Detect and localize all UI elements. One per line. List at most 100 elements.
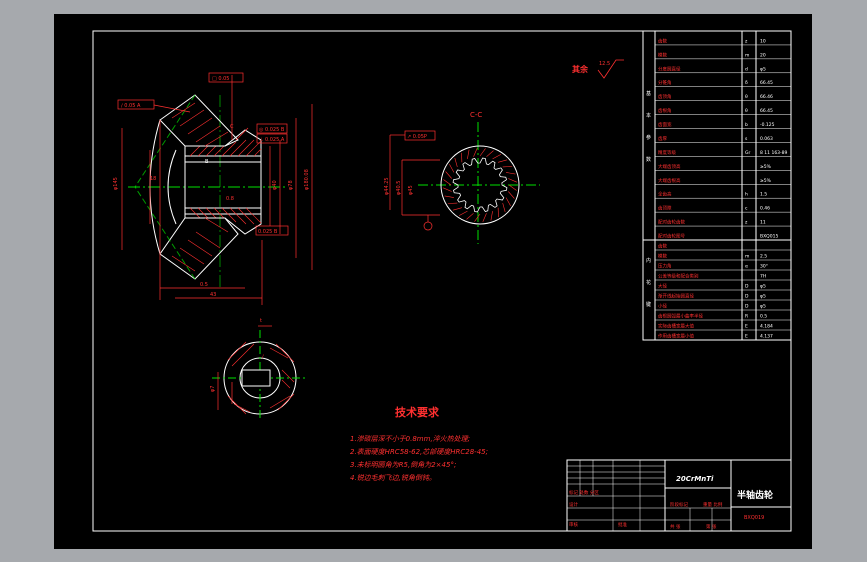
gear-param-value: 11 (760, 220, 766, 226)
gear-param-name: 配对齿轮图号 (658, 233, 685, 240)
svg-text:φ145: φ145 (113, 177, 119, 190)
svg-text:t: t (260, 318, 262, 324)
hatch-line (442, 187, 452, 192)
gear-param-name: 模数 (658, 51, 667, 58)
tech-title: 技术要求 (395, 405, 440, 419)
svg-text:重量 比例: 重量 比例 (703, 501, 723, 508)
gear-param-value: 66.45 (760, 80, 773, 86)
svg-text:∕ 0.05 A: ∕ 0.05 A (121, 103, 141, 109)
svg-text:φ44.25: φ44.25 (384, 177, 390, 195)
svg-text:共 张: 共 张 (670, 523, 681, 530)
gear-param-value: 66.45 (760, 108, 773, 114)
spline-param-value: 30° (760, 264, 768, 270)
hatch-line (466, 213, 474, 220)
svg-text:审核: 审核 (569, 521, 578, 528)
hatch-line (479, 148, 486, 157)
gear-param-name: 大端齿根高 (658, 177, 681, 184)
spline-param-name: 齿根圆弧最小曲率半径 (658, 313, 703, 320)
spline-param-symbol: E (745, 334, 748, 340)
table-side-label: 数 (646, 156, 651, 163)
gear-param-symbol: δ (745, 80, 748, 86)
gear-param-name: 齿厚 (658, 136, 667, 142)
spline-param-value: 4.184 (760, 324, 773, 330)
svg-text:φ45: φ45 (408, 185, 414, 195)
spline-param-value: φ5 (760, 304, 766, 310)
svg-text:0.5: 0.5 (200, 282, 208, 288)
hatch-line (449, 163, 455, 173)
gear-param-symbol: h (745, 192, 748, 198)
spline-param-value: 2.5 (760, 254, 767, 260)
gear-param-value: -0.125 (760, 122, 775, 128)
spline-profile (452, 157, 508, 213)
spline-param-value: φ5 (760, 284, 766, 290)
spline-param-value: 4.137 (760, 334, 773, 340)
hatch-line (506, 172, 516, 175)
hatch-line (486, 150, 494, 157)
gear-param-value: φ5 (760, 66, 766, 72)
detail-view: φ7 t ∕ (210, 318, 308, 420)
svg-text:0.8: 0.8 (226, 196, 234, 202)
table-side-label: 键 (646, 301, 651, 308)
svg-text:12.5: 12.5 (599, 61, 610, 67)
svg-text:43: 43 (210, 292, 216, 298)
svg-text:∕: ∕ (262, 354, 264, 360)
gear-param-name: 分锥角 (658, 79, 672, 86)
hatch-line (508, 178, 518, 183)
table-side-label: 本 (646, 112, 651, 119)
svg-text:批准: 批准 (618, 521, 627, 528)
gear-param-name: 齿数 (658, 37, 667, 44)
tech-note: 4.锐边毛刺飞边,锐角倒钝。 (350, 474, 436, 482)
gear-param-symbol: s (745, 137, 748, 142)
hatch-line (458, 210, 468, 216)
hatch-line (474, 213, 481, 222)
gear-param-value: 20 (760, 52, 766, 58)
gear-param-value: ≥5% (760, 164, 772, 170)
table-side-label: 基 (646, 90, 651, 97)
hatch-line (498, 159, 508, 163)
svg-text:□ 0.05: □ 0.05 (212, 76, 229, 82)
svg-text:0.025 B: 0.025 B (258, 229, 278, 235)
gear-param-value: 8 11 163-89 (760, 150, 788, 156)
table-side-label: 花 (646, 279, 651, 286)
spline-param-symbol: R (745, 314, 748, 320)
spline-param-name: 小径 (658, 303, 667, 310)
hatch-line (445, 171, 452, 179)
svg-text:φ40: φ40 (272, 180, 278, 190)
hatch-line (443, 179, 452, 186)
drawing-border (92, 30, 792, 532)
svg-text:⊥ 0.025 A: ⊥ 0.025 A (259, 137, 285, 143)
gear-param-value: 10 (760, 38, 766, 44)
svg-text:φ40.5: φ40.5 (396, 181, 402, 195)
gear-param-value: BXQ015 (760, 234, 778, 240)
hatch-line (502, 203, 506, 213)
svg-text:设计: 设计 (569, 501, 578, 508)
svg-text:φ78: φ78 (288, 180, 294, 190)
gear-param-symbol: m (745, 53, 749, 58)
spline-param-symbol: m (745, 255, 749, 260)
gear-param-name: 精度等级 (658, 149, 676, 156)
spline-param-name: 渐开线起始圆直径 (658, 293, 694, 300)
spline-param-name: 大径 (658, 283, 667, 290)
table-side-label: 内 (646, 257, 651, 264)
gear-param-symbol: z (745, 221, 748, 226)
gear-param-name: 大端齿顶高 (658, 163, 681, 170)
gear-param-name: 齿顶隙 (658, 205, 672, 212)
svg-text:标记 处数 分区: 标记 处数 分区 (569, 489, 599, 496)
spline-param-name: 压力角 (658, 263, 672, 270)
hatch-line (452, 207, 462, 211)
tech-note: 2.表面硬度HRC58-62,芯部硬度HRC28-45; (350, 448, 488, 456)
roughness-note: 其余 12.5 (572, 59, 624, 79)
svg-text:其余: 其余 (572, 64, 589, 74)
gear-param-name: 分度圆直径 (658, 65, 681, 72)
svg-text:C: C (230, 124, 234, 130)
spline-param-symbol: α (745, 265, 748, 270)
spline-param-name: 齿数 (658, 243, 667, 250)
gear-param-name: 全齿高 (658, 191, 672, 198)
hatch-line (454, 157, 458, 167)
svg-text:φ180.08: φ180.08 (304, 169, 310, 190)
hatch-line (490, 211, 493, 221)
spline-param-value: 7H (760, 274, 766, 280)
gear-param-name: 齿面宽 (658, 121, 672, 128)
spline-param-symbol: E (745, 324, 748, 330)
